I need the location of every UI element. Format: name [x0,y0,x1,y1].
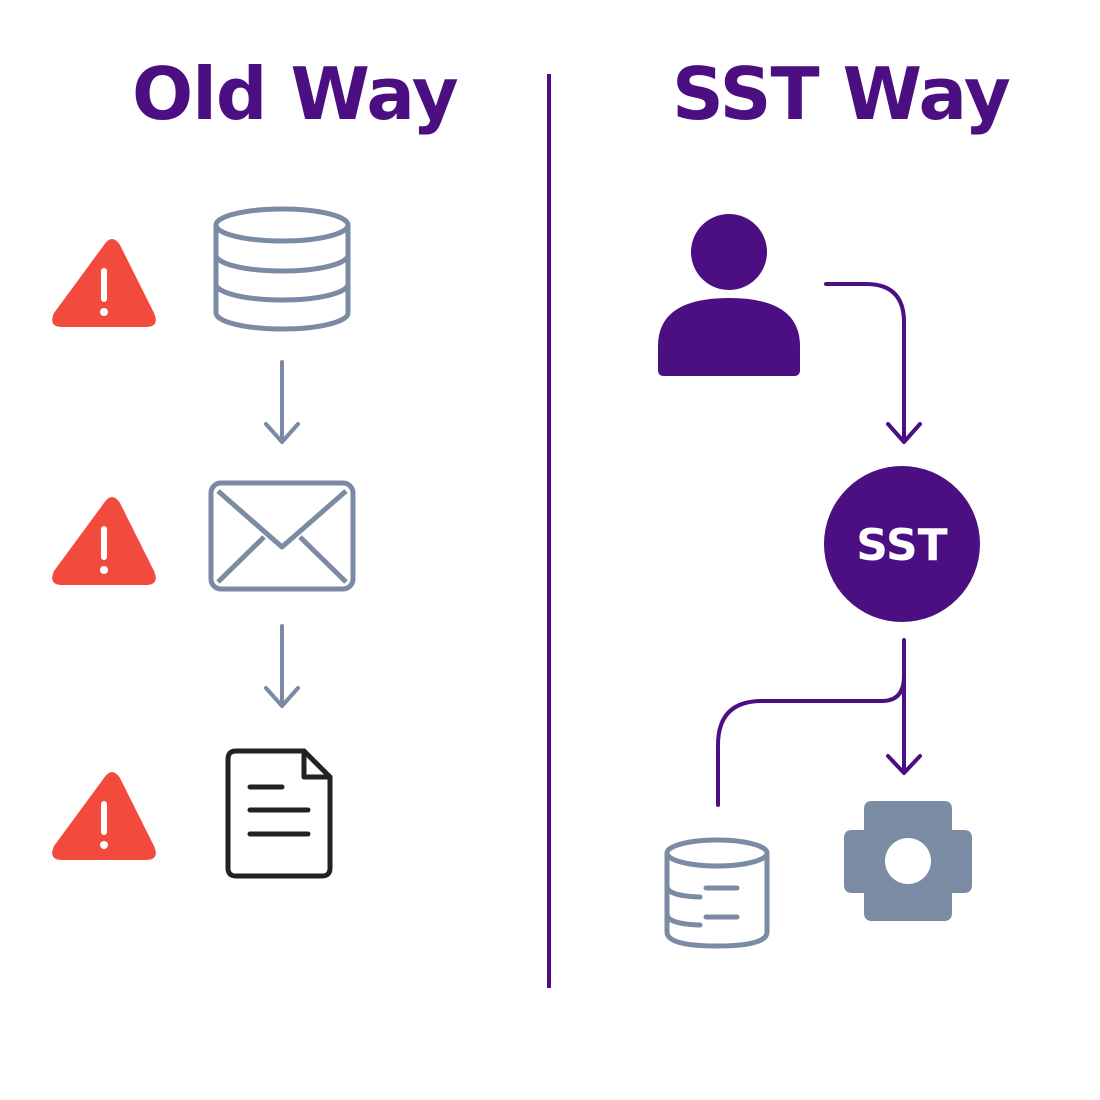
sst-hub-label: SST [856,520,947,571]
connector-user-to-hub [824,282,922,444]
sst-way-title: SST Way [672,52,1011,136]
warning-icon-2 [52,497,156,585]
envelope-icon [208,480,356,592]
arrow-down-2 [264,624,300,708]
document-icon [225,748,333,879]
warning-icon-3 [52,772,156,860]
gear-icon [844,801,972,921]
database-icon [213,206,351,332]
sst-hub: SST [824,466,980,622]
user-icon [658,214,800,376]
old-way-title: Old Way [132,52,459,136]
connector-hub-to-destinations [716,638,922,807]
database-icon-small [664,837,770,949]
warning-icon-1 [52,239,156,327]
arrow-down-1 [264,360,300,444]
